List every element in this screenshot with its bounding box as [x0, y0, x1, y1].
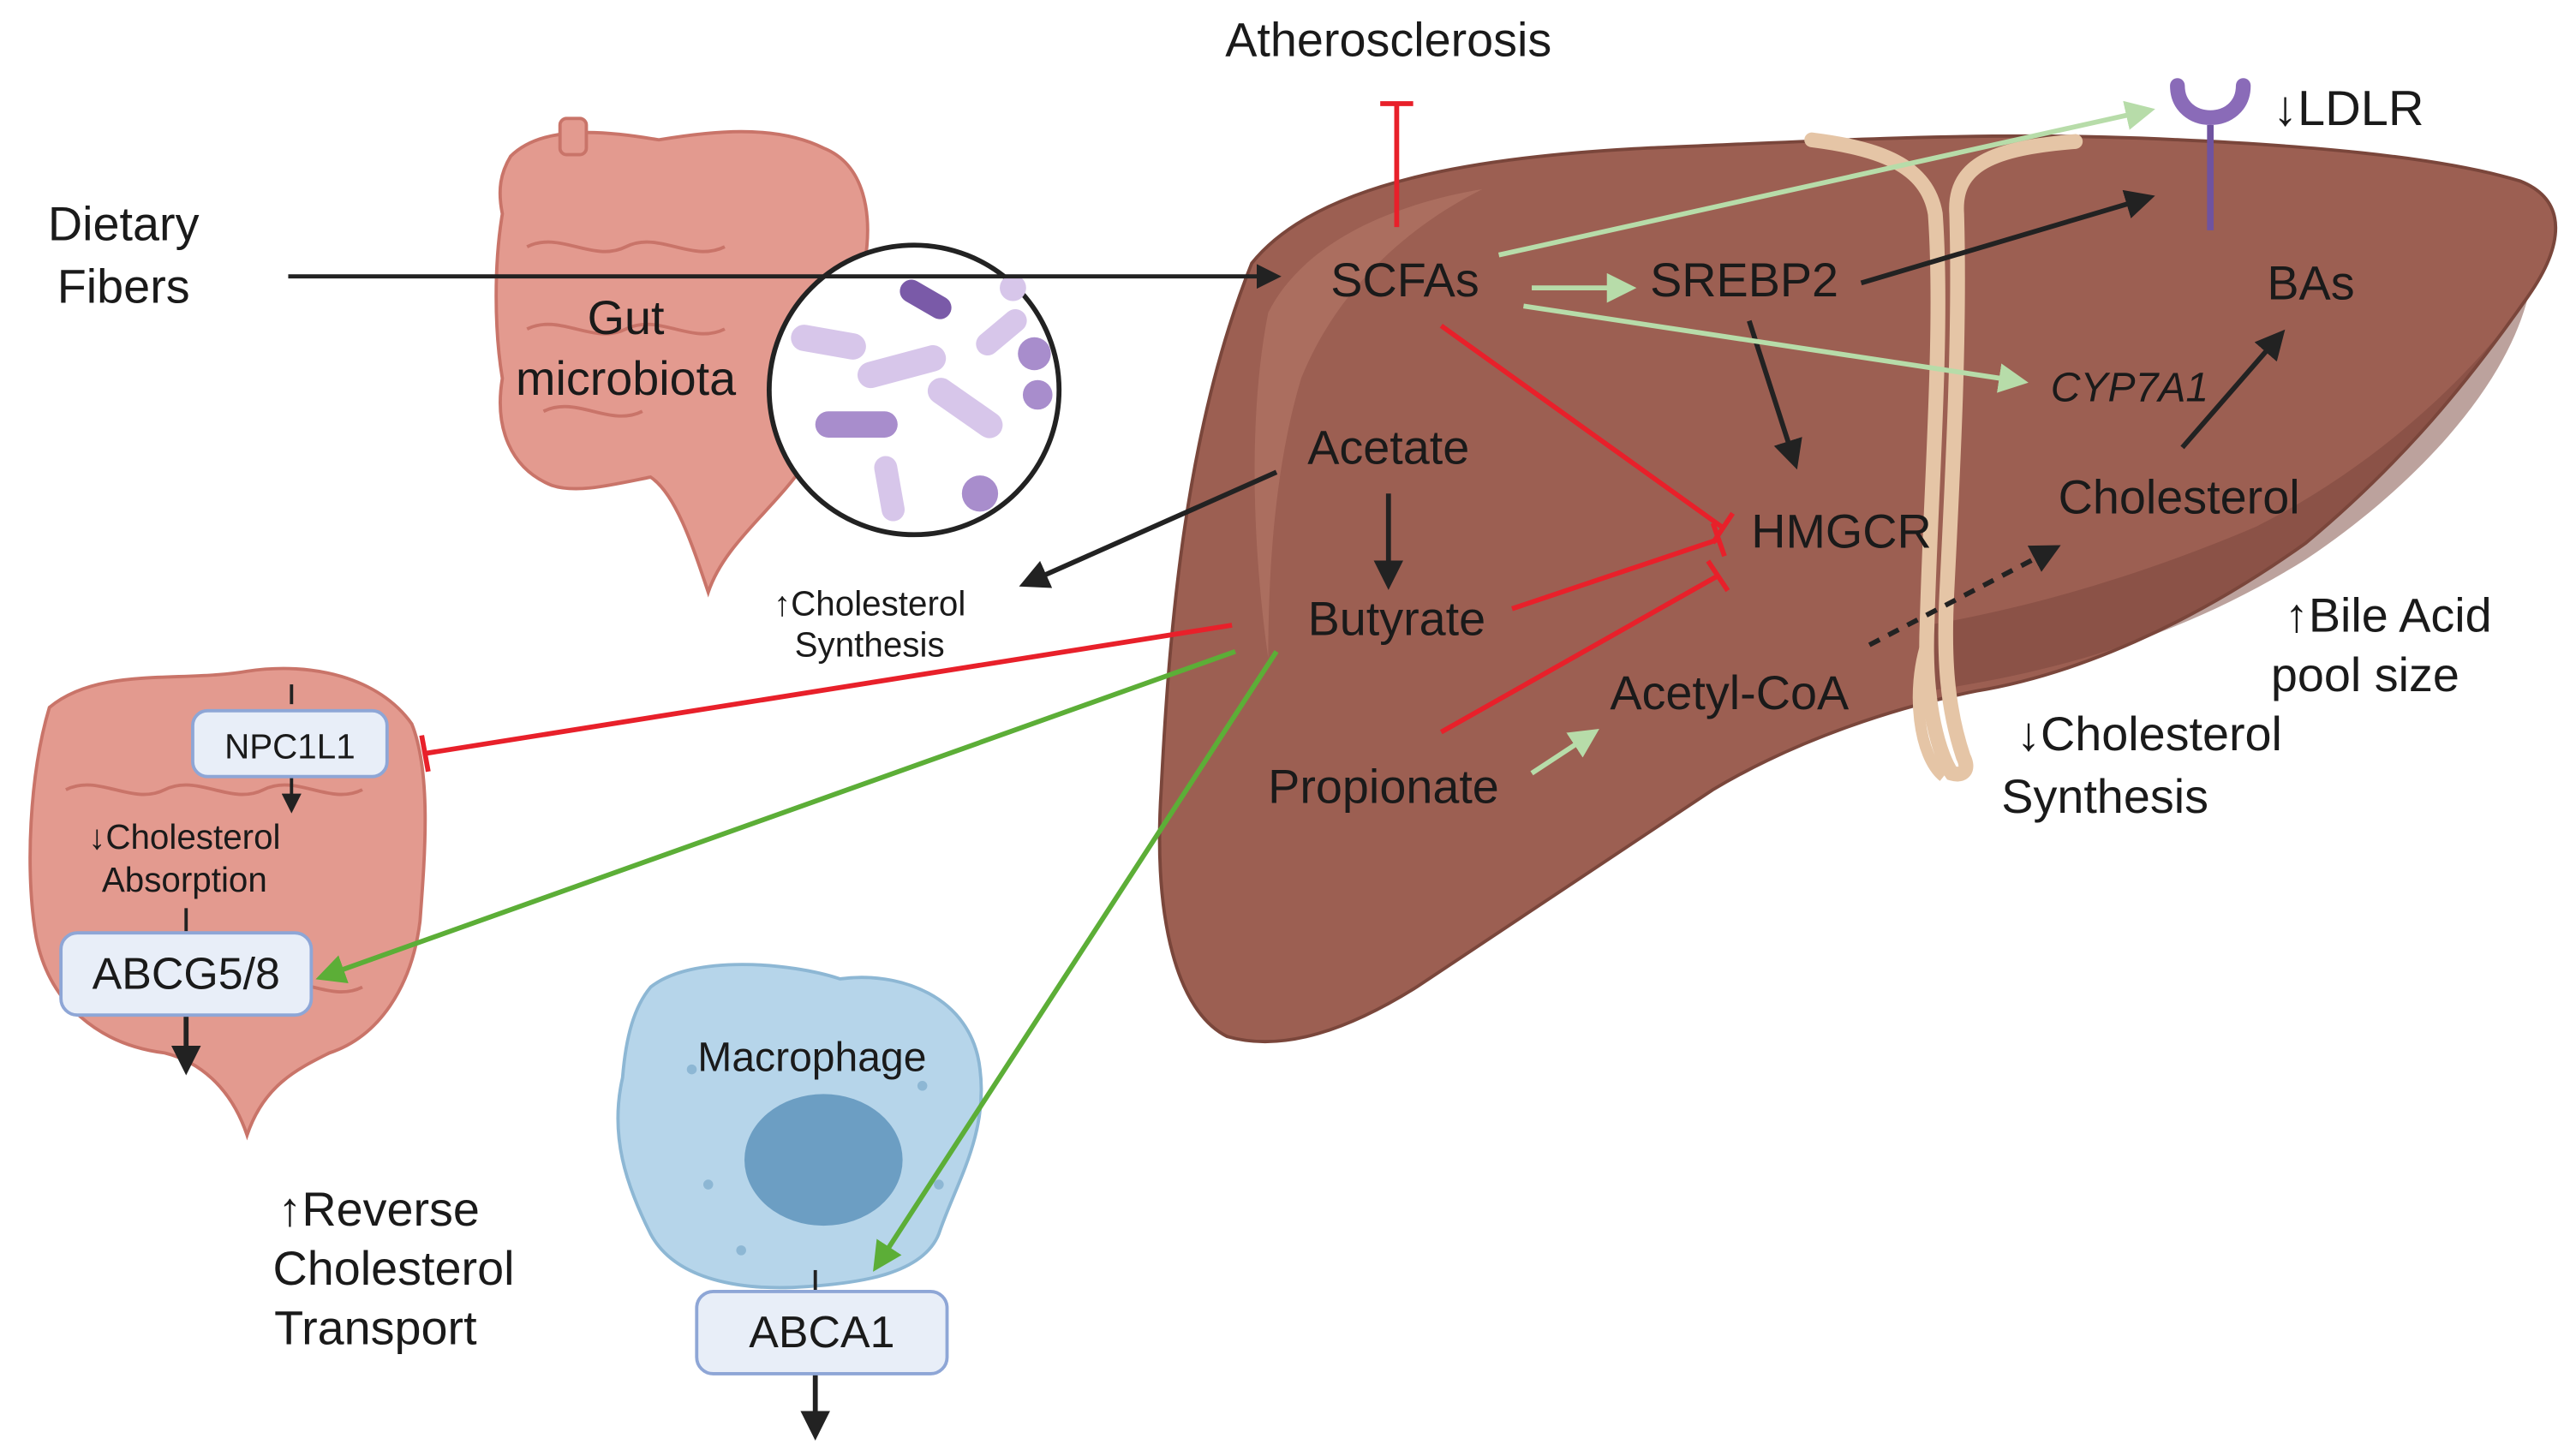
label-acetyl-coa: Acetyl-CoA	[1610, 666, 1850, 719]
label-dec-chol-syn-2: Synthesis	[2001, 770, 2208, 823]
arrow-srebp2-to-hmgcr	[1747, 319, 1802, 470]
label-rct-2: Cholesterol	[273, 1242, 515, 1295]
abcg58-box	[59, 931, 314, 1017]
inhibit-propionate-hmgcr	[1439, 573, 1719, 735]
label-propionate: Propionate	[1268, 760, 1499, 813]
label-dec-chol-syn-1: ↓Cholesterol	[2017, 707, 2282, 761]
label-hmgcr: HMGCR	[1751, 505, 1932, 558]
inhibit-scfas-hmgcr	[1439, 323, 1723, 529]
gut-upper-illustration	[494, 116, 870, 598]
label-gut-1: Gut	[588, 291, 665, 344]
label-scfas: SCFAs	[1330, 254, 1479, 307]
microbiota-magnifier	[766, 242, 1062, 538]
label-dec-chol-abs-1: ↓Cholesterol	[88, 817, 280, 856]
arrow-cyp7a1-to-bas	[2180, 329, 2286, 450]
macrophage-illustration	[616, 963, 983, 1290]
label-inc-chol-syn-1: ↑Cholesterol	[774, 583, 965, 623]
label-dec-chol-abs-2: Absorption	[102, 860, 267, 899]
label-atherosclerosis: Atherosclerosis	[1225, 13, 1551, 66]
label-bile-acid-1: ↑Bile Acid	[2285, 589, 2492, 642]
label-bas: BAs	[2267, 257, 2354, 310]
liver-shading	[1927, 295, 2529, 691]
label-rct-3: Transport	[274, 1301, 477, 1354]
arrow-srebp2-to-ldlr	[1860, 189, 2155, 286]
inhibit-bar-npc1l1	[419, 735, 431, 773]
intestine-lower	[28, 666, 427, 1141]
ligament-lower-curve	[1912, 640, 1948, 781]
label-abcg58: ABCG5/8	[93, 948, 280, 998]
label-inc-chol-syn-2: Synthesis	[795, 624, 945, 664]
label-cholesterol: Cholesterol	[2059, 470, 2300, 523]
arrow-scfas-to-ldlr	[1497, 100, 2155, 258]
arrow-butyrate-to-abca1	[873, 650, 1279, 1272]
label-dietary-fibers-2: Fibers	[57, 260, 190, 313]
macrophage-nucleus	[744, 1094, 903, 1226]
intestine-upper	[494, 129, 870, 598]
label-srebp2: SREBP2	[1650, 254, 1838, 307]
label-gut-2: microbiota	[516, 352, 736, 405]
inhibit-bar-butyrate-hmgcr	[1710, 522, 1727, 558]
label-ldlr: ↓LDLR	[2273, 81, 2424, 136]
npc1l1-box	[191, 708, 389, 779]
label-acetate: Acetate	[1307, 421, 1469, 474]
inhibit-butyrate-hmgcr	[1511, 537, 1719, 612]
label-rct-1: ↑Reverse	[278, 1183, 479, 1236]
arrow-acetylcoa-to-cholesterol	[1868, 545, 2061, 647]
arrow-propionate-to-acetylcoa	[1530, 729, 1599, 776]
ldlr-receptor-icon	[2170, 78, 2251, 230]
label-cyp7a1: CYP7A1	[2051, 366, 2208, 411]
label-bile-acid-2: pool size	[2271, 648, 2459, 701]
abca1-box	[695, 1289, 949, 1375]
inhibit-butyrate-npc1l1	[424, 623, 1233, 756]
gut-lower-illustration	[28, 666, 427, 1141]
arrow-scfas-to-cyp7a1	[1523, 303, 2029, 393]
label-dietary-fibers-1: Dietary	[48, 197, 200, 250]
liver-highlight	[1254, 188, 1483, 659]
arrow-acetate-to-cholsyn	[1019, 469, 1278, 588]
label-butyrate: Butyrate	[1308, 592, 1486, 645]
label-macrophage: Macrophage	[697, 1035, 926, 1081]
inhibit-bar-propionate-hmgcr	[1706, 559, 1730, 593]
arrow-butyrate-to-abcg	[315, 648, 1236, 984]
label-npc1l1: NPC1L1	[224, 727, 356, 767]
label-abca1: ABCA1	[749, 1307, 894, 1357]
